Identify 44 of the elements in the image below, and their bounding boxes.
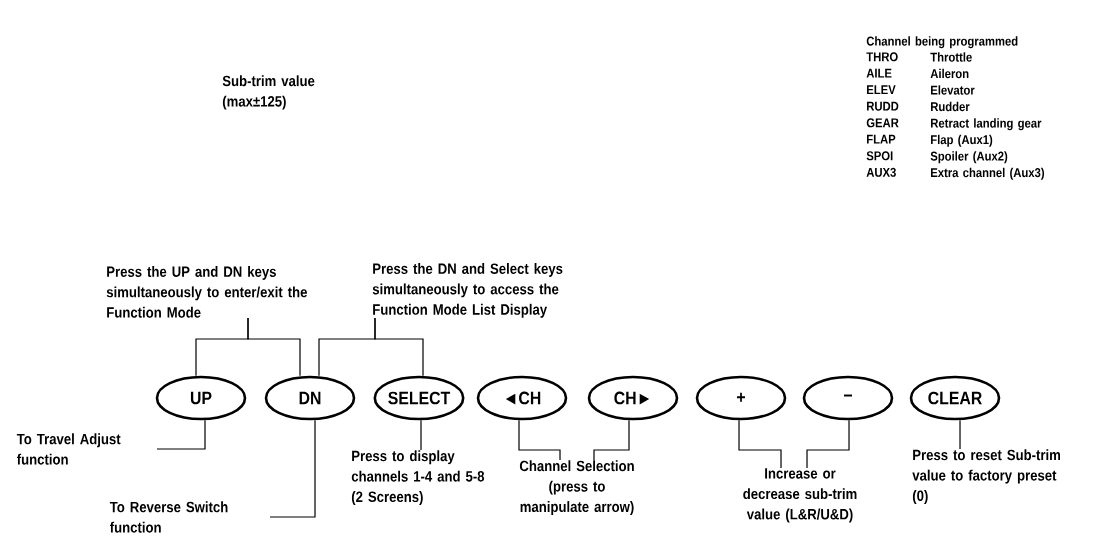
callout-text: To Travel Adjust function [16, 433, 121, 465]
annotation-text: Sub-trim value (max±125) [222, 75, 315, 110]
channel-name: Flap (Aux1) [931, 134, 993, 147]
table-heading: Channel being programmed [866, 36, 1018, 49]
callout-text: To Reverse Switch function [109, 501, 228, 533]
key-button: DN [264, 375, 356, 421]
callout-text: Press the UP and DN keys simultaneously to enter/exit the Function Mode [106, 266, 307, 318]
leader-line [156, 419, 206, 450]
key-button: SELECT [373, 375, 465, 421]
channel-name: Extra channel (Aux3) [931, 167, 1045, 180]
key-button: CLEAR [909, 375, 1001, 421]
key-button: − [802, 375, 894, 421]
callout-text: Press to display channels 1-4 and 5-8 (2 Screens) [351, 450, 485, 505]
channel-code: RUDD [867, 101, 899, 111]
key-button: ◄CH [476, 375, 568, 421]
leader-line [420, 419, 422, 451]
channel-name: Spoiler (Aux2) [930, 151, 1008, 164]
leader-line [806, 419, 850, 469]
leader-line [374, 317, 424, 377]
channel-code: THRO [866, 52, 898, 62]
channel-code: FLAP [867, 134, 896, 144]
channel-code: AILE [866, 68, 892, 78]
leader-line [269, 419, 316, 518]
leader-line [593, 419, 630, 461]
callout-text: Increase or decrease sub-trim value (L&R/U&D) [743, 468, 857, 523]
leader-line [247, 317, 301, 377]
channel-code: GEAR [866, 118, 899, 128]
leader-line [518, 419, 561, 461]
leader-line [738, 419, 782, 469]
key-button: CH► [587, 375, 679, 421]
leader-line [959, 419, 961, 450]
channel-name: Elevator [931, 85, 975, 95]
channel-code: SPOI [866, 151, 893, 161]
channel-name: Throttle [930, 52, 972, 62]
key-button: + [695, 375, 787, 421]
callout-text: Press to reset Sub-trim value to factory preset (0) [912, 449, 1060, 504]
channel-name: Aileron [930, 68, 969, 79]
callout-text: Channel Selection (press to manipulate arrow) [519, 460, 634, 515]
key-button: UP [155, 375, 247, 421]
channel-code: ELEV [867, 85, 896, 95]
channel-name: Rudder [931, 101, 970, 112]
channel-code: AUX3 [866, 167, 896, 177]
callout-text: Press the DN and Select keys simultaneously to access the Function Mode List Display [372, 263, 563, 318]
channel-name: Retract landing gear [931, 118, 1042, 131]
